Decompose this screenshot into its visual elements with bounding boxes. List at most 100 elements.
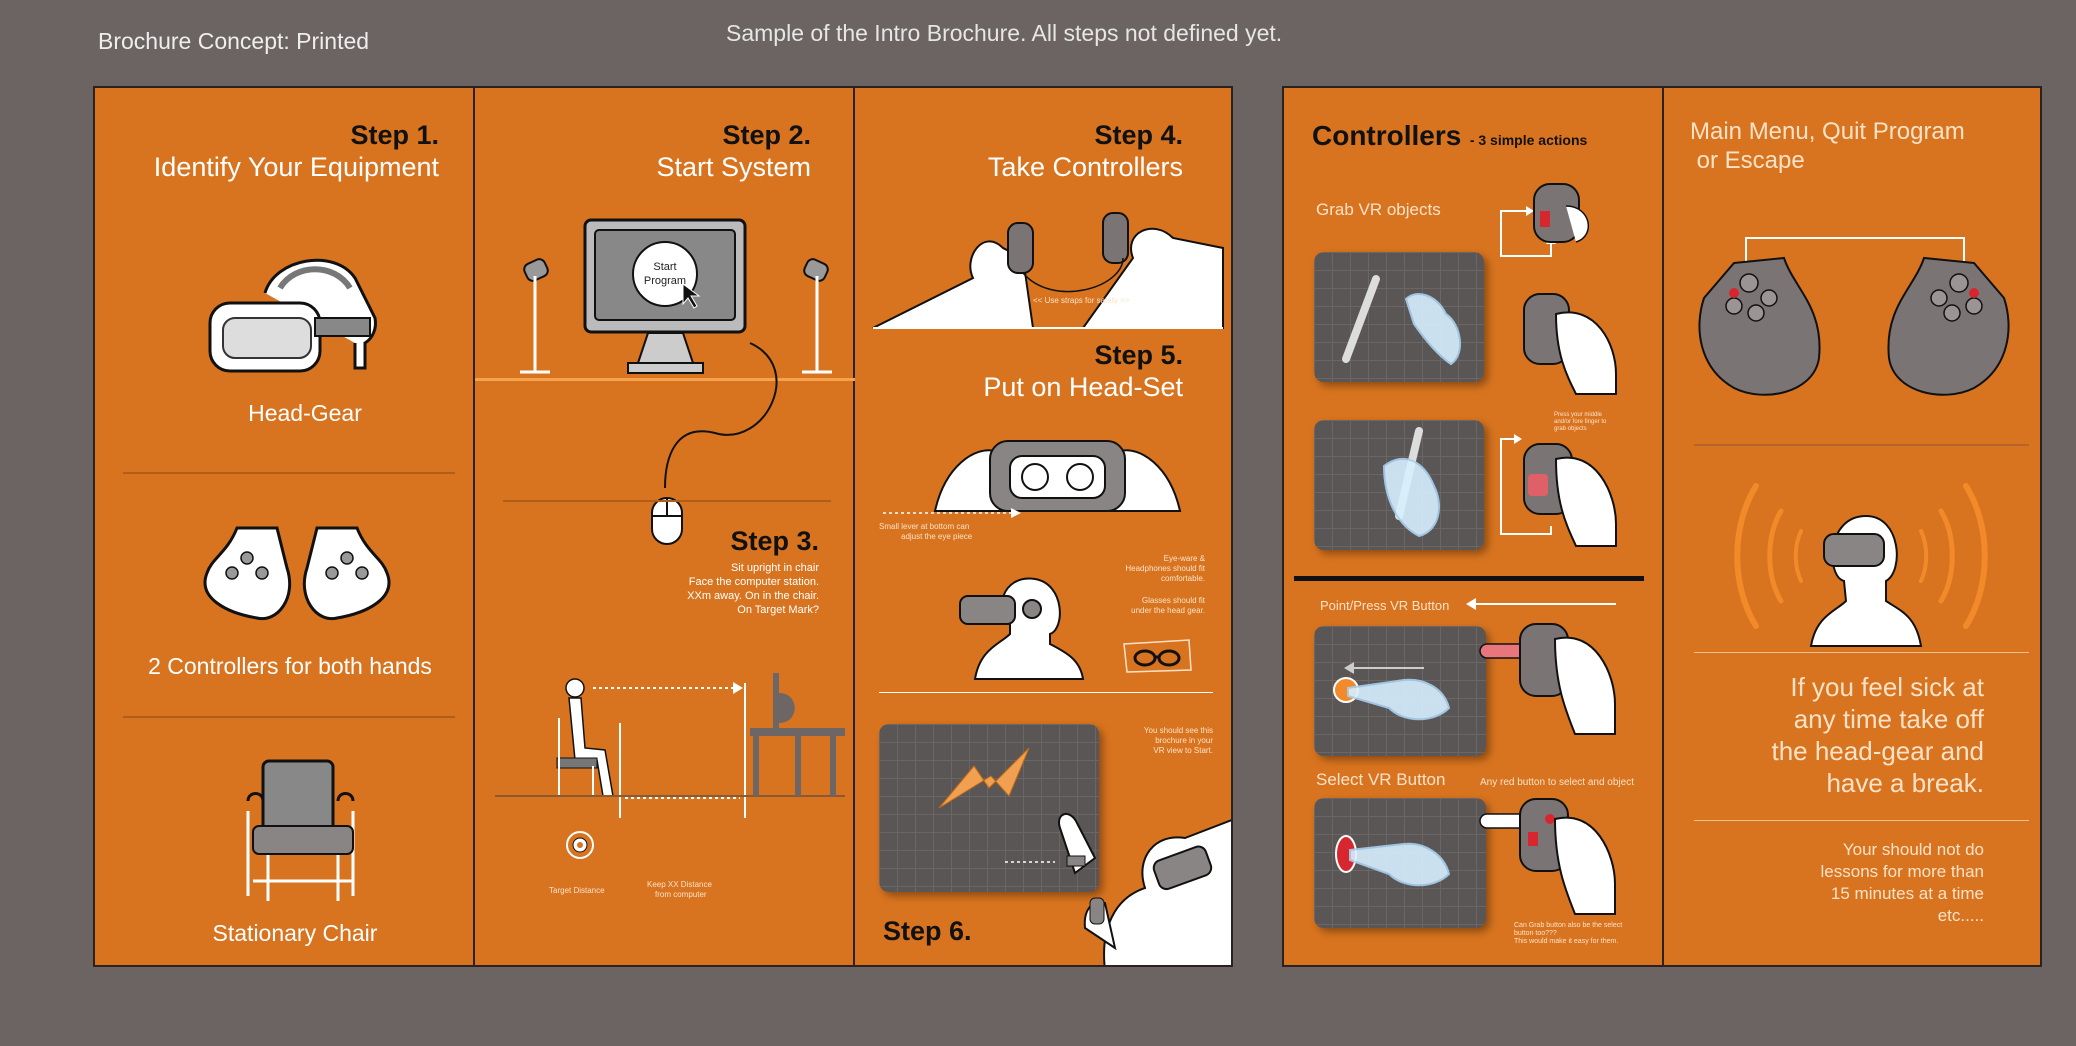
final-note: This would make it easy for them. [1514, 938, 1619, 945]
vr-point-screen [1314, 626, 1486, 756]
grab-label: Grab VR objects [1316, 200, 1441, 219]
seated-figure-diagram [495, 673, 845, 818]
glasses-note: under the head gear. [1131, 606, 1205, 615]
controllers-label: 2 Controllers for both hands [148, 653, 432, 679]
controller-select-icon [1479, 798, 1616, 915]
divider [879, 692, 1213, 693]
divider [1694, 652, 2029, 653]
sick-message: If you feel sick at [1790, 672, 1984, 702]
menu-safety-column: Main Menu, Quit Program or Escape [1664, 88, 2040, 965]
cursor-icon [682, 283, 701, 309]
select-label: Select VR Button [1316, 770, 1446, 789]
main-menu-title: or Escape [1690, 147, 1805, 174]
fit-note: Headphones should fit [1125, 564, 1205, 573]
headset-front-illustration [933, 440, 1182, 512]
virtual-hand-select-illustration [1335, 835, 1451, 887]
step2-title: Start System [656, 152, 811, 182]
vr-screen-preview [879, 724, 1099, 892]
mouse-cable [664, 342, 778, 489]
see-brochure-note: brochure in your [1155, 736, 1213, 745]
desk-line [475, 378, 855, 381]
step2-heading: Step 2. [722, 120, 811, 150]
step5-title: Put on Head-Set [983, 372, 1183, 402]
chair-label: Stationary Chair [212, 920, 378, 946]
user-with-vr-illustration [1005, 813, 1231, 965]
step3-instruction: Sit upright in chair [730, 562, 819, 574]
lesson-message: 15 minutes at a time [1830, 884, 1984, 903]
see-brochure-note: You should see this [1143, 726, 1213, 735]
brochure-subtitle: Sample of the Intro Brochure. All steps … [726, 20, 1283, 46]
target-distance-label: Target Distance [549, 886, 605, 895]
floating-paper-illustration [938, 747, 1030, 809]
virtual-hand-hold-illustration [1382, 427, 1440, 538]
mouse-icon [651, 497, 683, 545]
woman-wearing-headset-illustration [959, 577, 1085, 680]
virtual-hand-point-illustration [1333, 662, 1451, 721]
select-note: Any red button to select and object [1480, 777, 1634, 788]
divider [123, 716, 455, 718]
lever-note: Small lever at bottom can [879, 522, 970, 531]
divider [123, 472, 455, 474]
step3-instruction: Face the computer station. [688, 576, 819, 588]
controller-point-icon [1479, 623, 1616, 735]
controllers-heading: Controllers - 3 simple actions [1312, 120, 1587, 152]
final-note: Can Grab button also be the select [1514, 922, 1623, 929]
target-icon [566, 831, 594, 859]
step3-instruction: On Target Mark? [737, 604, 819, 616]
point-arrow [1466, 598, 1616, 610]
step6-heading: Step 6. [883, 916, 972, 946]
right-brochure-panel: Controllers - 3 simple actions Grab VR o… [1282, 86, 2042, 967]
controllers-subtitle: - 3 simple actions [1469, 132, 1588, 148]
menu-buttons-controllers-illustration [1698, 237, 2010, 396]
speaker-icon [520, 258, 550, 374]
brochure-concept-title: Brochure Concept: Printed [98, 28, 370, 54]
grab-note: and/or fore finger to [1554, 419, 1607, 425]
monitor-icon: Start Program [583, 218, 747, 374]
strap-note: << Use straps for safety >> [1033, 296, 1130, 305]
divider [1694, 820, 2029, 821]
step4-6-column: Step 4. Take Controllers << Use straps f… [855, 88, 1231, 965]
speaker-icon [802, 258, 832, 374]
sick-message: the head-gear and [1771, 736, 1984, 766]
point-label: Point/Press VR Button [1320, 598, 1450, 613]
start-program-text: Start [653, 261, 676, 273]
controller-grab-arrow [1500, 183, 1590, 257]
hands-with-controllers-illustration [872, 212, 1224, 329]
keep-distance-label: from computer [655, 890, 707, 899]
glasses-note: Glasses should fit [1141, 596, 1205, 605]
left-brochure-panel: Step 1. Identify Your Equipment Head-Gea… [93, 86, 1233, 967]
step4-title: Take Controllers [987, 152, 1183, 182]
main-menu-title: Main Menu, Quit Program [1690, 118, 1965, 145]
headset-removal-illustration [1734, 483, 1988, 647]
divider [1694, 444, 2029, 446]
step1-title: Identify Your Equipment [153, 152, 439, 182]
keep-distance-label: Keep XX Distance [647, 880, 712, 889]
grab-note: grab objects [1554, 426, 1587, 432]
virtual-hand-grab-illustration [1342, 275, 1462, 366]
lesson-message: Your should not do [1842, 840, 1984, 859]
fit-note: Eye-ware & [1163, 554, 1205, 563]
vr-headset-icon [208, 258, 377, 373]
lesson-message: etc..... [1937, 906, 1984, 925]
controllers-title: Controllers [1312, 120, 1462, 151]
fit-note: comfortable. [1160, 574, 1205, 583]
step5-heading: Step 5. [1094, 340, 1183, 370]
glasses-icon [1123, 639, 1192, 673]
final-note: button too??? [1514, 930, 1557, 937]
lever-note: adjust the eye piece [901, 532, 973, 541]
step3-instruction: XXm away. On in the chair. [687, 590, 819, 602]
start-program-text: Program [644, 275, 686, 287]
lesson-message: lessons for more than [1820, 862, 1984, 881]
step3-heading: Step 3. [730, 526, 819, 556]
head-gear-label: Head-Gear [248, 400, 362, 426]
controllers-column: Controllers - 3 simple actions Grab VR o… [1284, 88, 1664, 965]
controller-grab-press-icon [1500, 434, 1617, 547]
step4-heading: Step 4. [1094, 120, 1183, 150]
controller-in-hand-icon [1523, 293, 1617, 395]
sick-message: have a break. [1826, 768, 1984, 798]
see-brochure-note: VR view to Start. [1153, 746, 1213, 755]
divider [503, 500, 831, 502]
step1-column: Step 1. Identify Your Equipment Head-Gea… [95, 88, 475, 965]
section-divider [1294, 576, 1644, 581]
controller-pair-icon [203, 526, 391, 621]
